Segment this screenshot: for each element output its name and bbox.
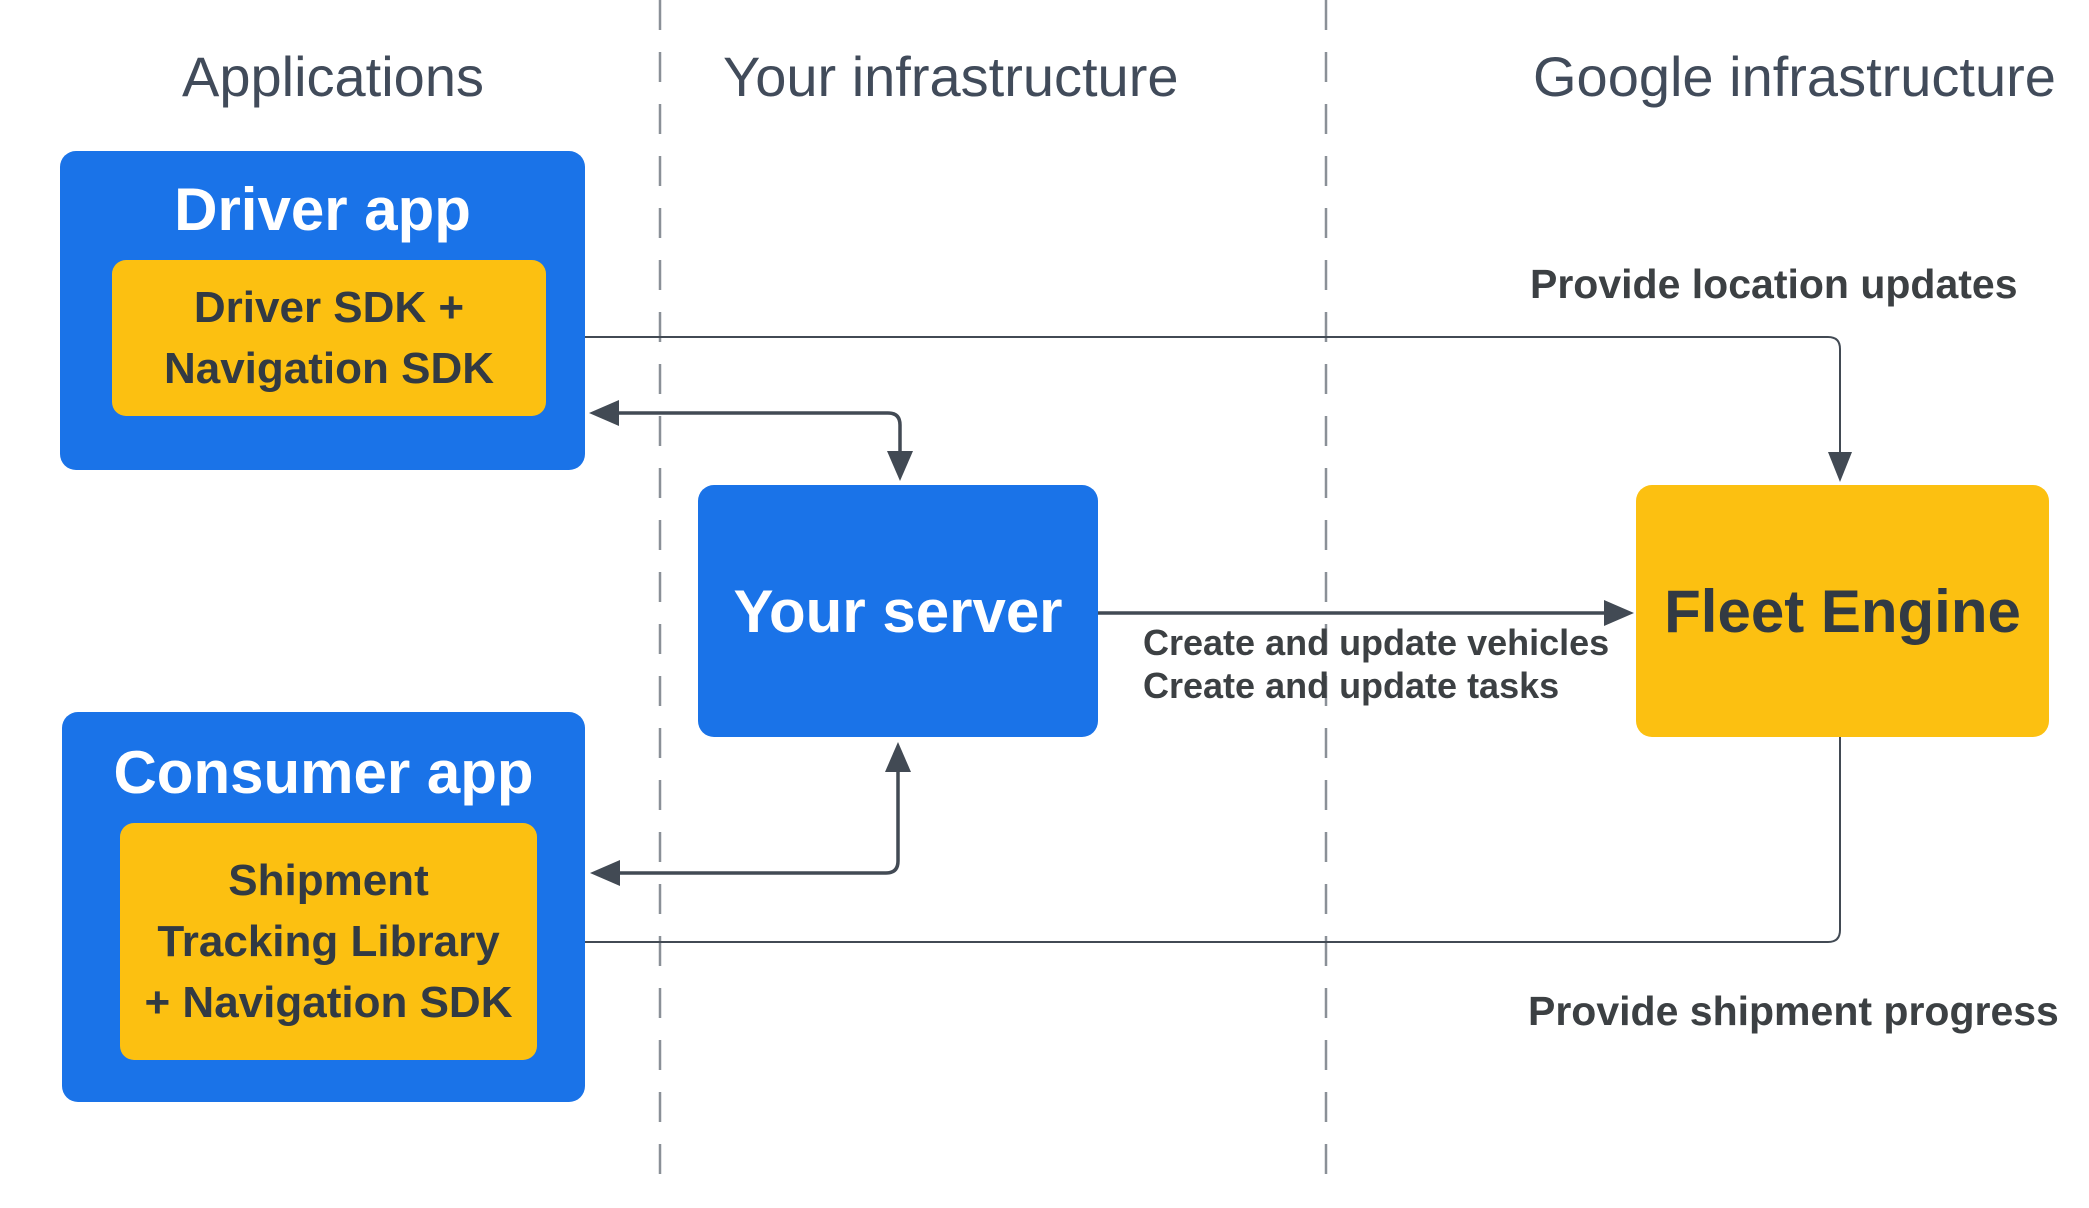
- arrowhead-into-your-server-bottom: [885, 742, 911, 772]
- arrowhead-into-consumer-app: [590, 860, 620, 886]
- driver-app-box: Driver app Driver SDK + Navigation SDK: [60, 151, 585, 470]
- shipment-library-label-line2: Tracking Library: [157, 917, 500, 966]
- label-create-update-vehicles: Create and update vehicles: [1143, 622, 1610, 663]
- label-provide-shipment-progress: Provide shipment progress: [1528, 988, 2059, 1034]
- connector-consumer-app-your-server: [620, 772, 900, 875]
- connector-driver-sdk-fleet-engine: [579, 336, 1841, 452]
- driver-sdk-label-line1: Driver SDK +: [193, 283, 465, 332]
- your-server-title: Your server: [733, 577, 1063, 645]
- arrowhead-into-your-server-top: [887, 451, 913, 481]
- arrowhead-into-fleet-engine-top: [1828, 452, 1852, 482]
- driver-app-title: Driver app: [174, 176, 471, 243]
- consumer-app-title: Consumer app: [113, 739, 534, 806]
- label-create-update-tasks: Create and update tasks: [1143, 665, 1560, 706]
- column-title-your-infrastructure: Your infrastructure: [723, 45, 1179, 108]
- arrowhead-into-driver-app: [589, 400, 619, 426]
- column-title-applications: Applications: [182, 45, 484, 108]
- label-create-and-update: Create and update vehicles Create and up…: [1143, 621, 1609, 707]
- label-provide-location-updates: Provide location updates: [1530, 261, 2018, 307]
- driver-sdk-box: Driver SDK + Navigation SDK: [112, 260, 546, 416]
- driver-sdk-label-line2: Navigation SDK: [163, 344, 495, 393]
- shipment-library-label-line3: + Navigation SDK: [144, 978, 513, 1027]
- column-title-google-infrastructure: Google infrastructure: [1533, 45, 2056, 108]
- fleet-engine-box: Fleet Engine: [1636, 485, 2049, 737]
- fleet-engine-title: Fleet Engine: [1664, 577, 2021, 645]
- connector-fleet-engine-shipment-library: [574, 737, 1841, 943]
- shipment-tracking-library-box: Shipment Tracking Library + Navigation S…: [120, 823, 537, 1060]
- shipment-library-label-line1: Shipment: [228, 856, 429, 905]
- your-server-box: Your server: [698, 485, 1098, 737]
- connector-driver-app-your-server: [619, 411, 902, 451]
- consumer-app-box: Consumer app Shipment Tracking Library +…: [62, 712, 585, 1102]
